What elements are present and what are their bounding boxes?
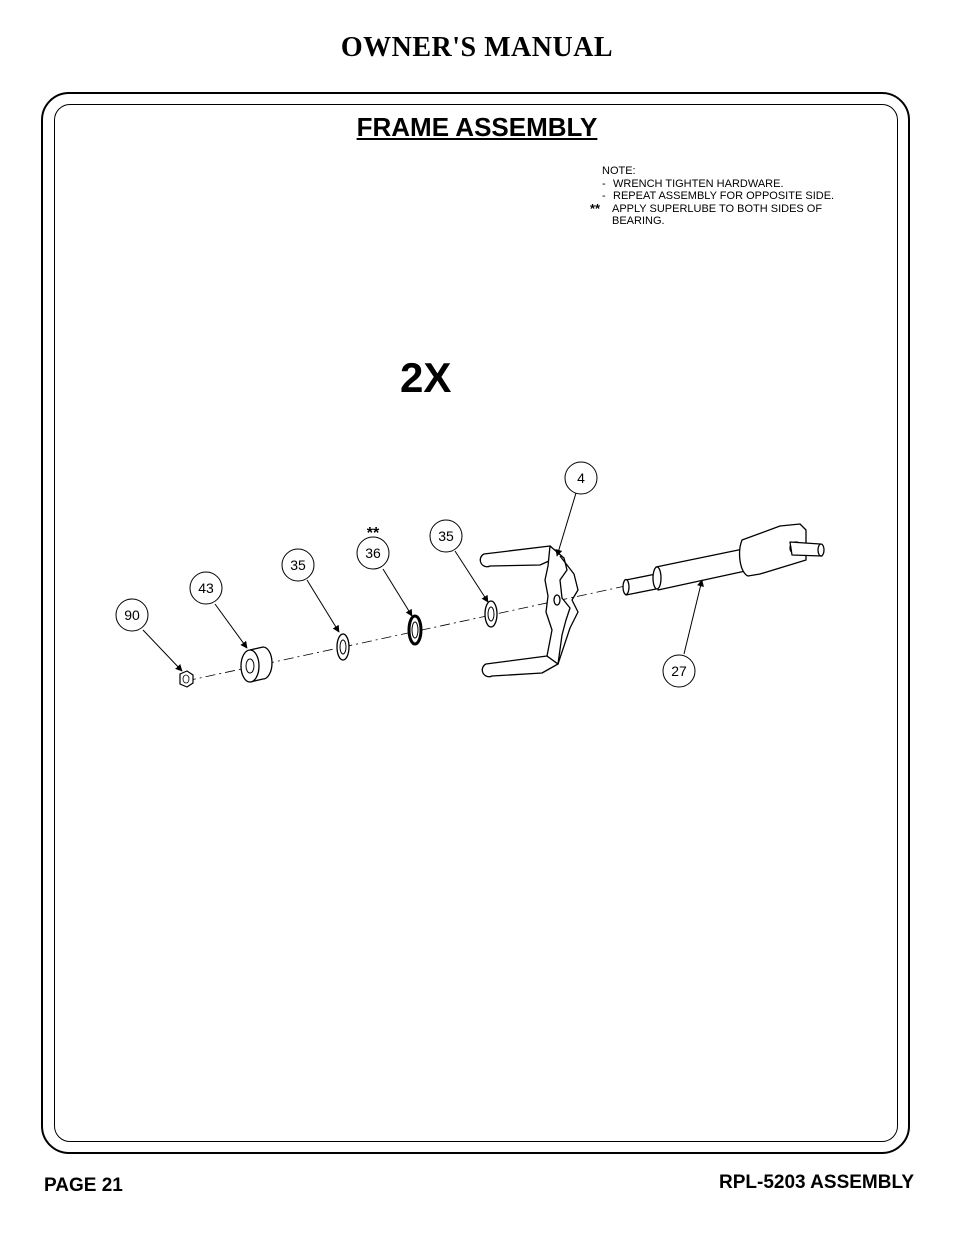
callout-27-label: 27 — [671, 663, 687, 679]
bracket-part — [479, 545, 579, 678]
notes-heading-text: NOTE: — [602, 165, 636, 177]
section-title: FRAME ASSEMBLY — [0, 112, 954, 143]
callout-90: 90 — [115, 598, 149, 632]
assembly-notes: NOTE: - WRENCH TIGHTEN HARDWARE. - REPEA… — [590, 165, 834, 228]
bearing-part — [407, 614, 423, 646]
note-text: WRENCH TIGHTEN HARDWARE. — [613, 177, 784, 190]
callout-4-label: 4 — [577, 470, 585, 486]
callout-43-label: 43 — [198, 580, 214, 596]
leader-line-90 — [142, 629, 183, 672]
callout-35a: 35 — [281, 548, 315, 582]
section-title-text: FRAME ASSEMBLY — [356, 112, 598, 142]
note-item: BEARING. — [590, 215, 834, 228]
page-frame-outer — [41, 92, 910, 1154]
callout-36-label: 36 — [365, 545, 381, 561]
note-item: ** APPLY SUPERLUBE TO BOTH SIDES OF — [590, 200, 834, 216]
flat-washer-part — [336, 633, 350, 661]
lock-nut-part — [179, 670, 194, 688]
leader-line-36 — [382, 568, 413, 617]
note-text: REPEAT ASSEMBLY FOR OPPOSITE SIDE. — [613, 190, 835, 202]
notes-heading: NOTE: — [590, 165, 834, 178]
callout-90-label: 90 — [124, 607, 140, 623]
page-frame-inner — [54, 104, 898, 1142]
callout-36-superlube-mark: ** — [367, 525, 380, 542]
flat-washer-part — [484, 600, 498, 628]
document-id: RPL-5203 ASSEMBLY — [719, 1172, 914, 1193]
manual-title: OWNER'S MANUAL — [340, 32, 614, 63]
note-bullet: - — [602, 177, 606, 190]
note-text: APPLY SUPERLUBE TO BOTH SIDES OF — [612, 202, 823, 215]
callout-43: 43 — [189, 571, 223, 605]
callout-27: 27 — [662, 654, 696, 688]
leader-line-43 — [214, 603, 248, 649]
callout-35a-label: 35 — [290, 557, 306, 573]
note-double-asterisk: ** — [590, 200, 601, 216]
callout-4: 4 — [564, 461, 598, 495]
axle-shaft-part — [622, 523, 825, 596]
leader-line-4 — [555, 492, 577, 557]
callout-35b: 35 — [429, 519, 463, 553]
leader-line-35b — [454, 550, 489, 603]
leader-line-27 — [683, 579, 704, 655]
leader-line-35a — [306, 579, 340, 633]
note-item: - WRENCH TIGHTEN HARDWARE. — [590, 178, 834, 191]
note-text: BEARING. — [612, 215, 665, 227]
note-item: - REPEAT ASSEMBLY FOR OPPOSITE SIDE. — [590, 190, 834, 203]
callout-36: 36 ** — [356, 525, 390, 570]
callout-35b-label: 35 — [438, 528, 454, 544]
quantity-label: 2X — [400, 354, 452, 401]
spacer-bushing-part — [240, 646, 273, 683]
page-number: PAGE 21 — [44, 1175, 123, 1196]
note-bullet: - — [602, 190, 606, 202]
